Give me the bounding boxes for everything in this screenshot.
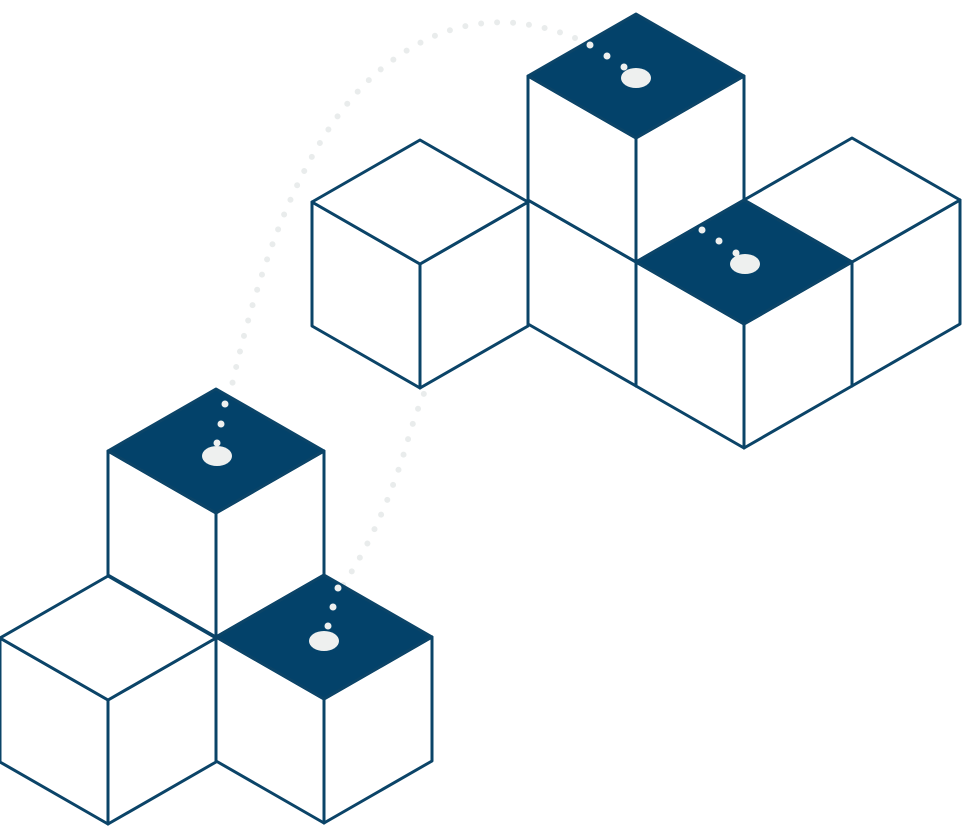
marker-trail-dot: [213, 439, 221, 447]
dotted-arc-lower: [340, 207, 693, 588]
dotted-connection-paths: [229, 19, 693, 588]
cube-left: [310, 138, 530, 390]
marker-pin-icon: [698, 226, 760, 274]
marker-trail-dot: [217, 420, 225, 428]
marker-pin-icon: [309, 584, 342, 651]
marker-trail-dot: [221, 400, 229, 408]
cube-groups: [0, 12, 962, 826]
cube-top-face: [0, 574, 218, 702]
marker-ellipse: [730, 254, 760, 274]
cube-top-face: [310, 138, 530, 266]
marker-ellipse: [309, 631, 339, 651]
marker-pin-icon: [202, 400, 232, 466]
marker-trail-dot: [586, 41, 594, 49]
dotted-arc-upper: [229, 19, 578, 388]
marker-trail-dot: [324, 622, 332, 630]
marker-trail-dot: [329, 603, 337, 611]
marker-trail-dot: [715, 237, 723, 245]
marker-trail-dot: [620, 63, 628, 71]
marker-trail-dot: [698, 226, 706, 234]
cube-center-top: [526, 12, 746, 264]
location-markers: [202, 41, 760, 651]
marker-trail-dot: [732, 249, 740, 257]
marker-trail-dot: [334, 584, 342, 592]
marker-pin-icon: [586, 41, 651, 88]
marker-ellipse: [621, 68, 651, 88]
cube-lower-left: [0, 574, 218, 826]
marker-trail-dot: [603, 52, 611, 60]
marker-ellipse: [202, 446, 232, 466]
